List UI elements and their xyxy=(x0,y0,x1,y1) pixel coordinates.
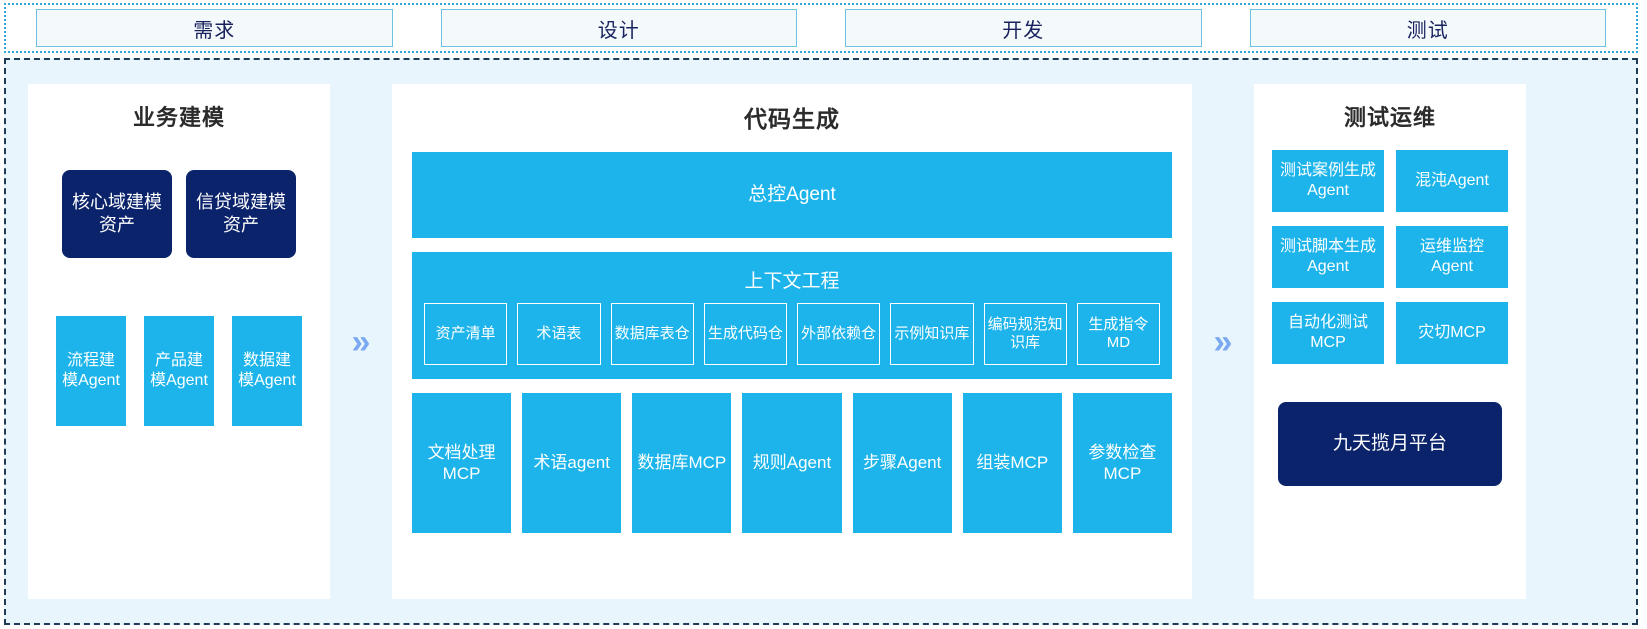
context-item-db-table-repo[interactable]: 数据库表仓 xyxy=(610,303,694,365)
phase-box-requirements[interactable]: 需求 xyxy=(36,9,393,47)
context-item-example-knowledge-base[interactable]: 示例知识库 xyxy=(890,303,974,365)
phase-label: 设计 xyxy=(597,19,640,42)
context-engineering-block: 上下文工程 资产清单 术语表 数据库表仓 生成代码仓 外部依赖仓 示 xyxy=(412,252,1172,379)
tile-ops-monitoring-agent[interactable]: 运维监控Agent xyxy=(1396,226,1508,288)
phase-box-testing[interactable]: 测试 xyxy=(1249,9,1606,47)
panel-title-business: 业务建模 xyxy=(132,105,225,130)
context-item-external-dependency-repo[interactable]: 外部依赖仓 xyxy=(797,303,881,365)
tile-label: 信贷域建模资产 xyxy=(196,191,286,235)
tile-label: 灾切MCP xyxy=(1418,324,1486,341)
tile-test-case-generation-agent[interactable]: 测试案例生成Agent xyxy=(1272,150,1384,212)
tile-parameter-check-mcp[interactable]: 参数检查MCP xyxy=(1072,393,1172,533)
tile-label: 总控Agent xyxy=(748,184,836,206)
panel-title-codegen: 代码生成 xyxy=(744,106,840,132)
phase-strip: 需求 设计 开发 测试 xyxy=(4,3,1638,53)
tile-master-control-agent[interactable]: 总控Agent xyxy=(412,152,1172,238)
tile-product-modeling-agent[interactable]: 产品建模Agent xyxy=(144,316,214,426)
testops-grid: 测试案例生成Agent 混沌Agent 测试脚本生成Agent 运维监控Agen… xyxy=(1268,150,1512,364)
phase-box-design[interactable]: 设计 xyxy=(440,9,797,47)
arrow-glyph: » xyxy=(1213,322,1233,361)
codegen-tool-row: 文档处理MCP 术语agent 数据库MCP 规则Agent 步骤Agent 组… xyxy=(412,393,1172,533)
panel-title-testops: 测试运维 xyxy=(1343,105,1436,130)
tile-label: 数据建模Agent xyxy=(238,352,296,389)
tile-label: 术语agent xyxy=(533,453,610,473)
testops-platform-wrap: 九天揽月平台 xyxy=(1268,402,1512,486)
tile-label: 流程建模Agent xyxy=(62,352,120,389)
tile-disaster-switch-mcp[interactable]: 灾切MCP xyxy=(1396,302,1508,364)
business-asset-row: 核心域建模资产 信贷域建模资产 xyxy=(42,170,316,258)
tile-label: 步骤Agent xyxy=(862,453,942,473)
tile-credit-domain-asset[interactable]: 信贷域建模资产 xyxy=(186,170,296,258)
business-agent-row: 流程建模Agent 产品建模Agent 数据建模Agent xyxy=(42,316,316,426)
tile-label: 参数检查MCP xyxy=(1088,442,1157,483)
context-item-glossary[interactable]: 术语表 xyxy=(517,303,601,365)
tile-label: 混沌Agent xyxy=(1415,172,1489,189)
context-item-label: 生成指令MD xyxy=(1088,316,1149,351)
tile-process-modeling-agent[interactable]: 流程建模Agent xyxy=(56,316,126,426)
context-item-label: 数据库表仓 xyxy=(614,325,690,342)
panel-code-generation: 代码生成 总控Agent 上下文工程 资产清单 术语表 数据库表仓 生成代码仓 xyxy=(392,84,1192,599)
context-item-generated-code-repo[interactable]: 生成代码仓 xyxy=(703,303,787,365)
phase-box-development[interactable]: 开发 xyxy=(845,9,1202,47)
tile-test-script-generation-agent[interactable]: 测试脚本生成Agent xyxy=(1272,226,1384,288)
tile-label: 九天揽月平台 xyxy=(1332,432,1447,454)
tile-assembly-mcp[interactable]: 组装MCP xyxy=(962,393,1062,533)
context-item-label: 外部依赖仓 xyxy=(801,325,877,342)
context-item-label: 资产清单 xyxy=(435,325,496,342)
phase-label: 测试 xyxy=(1406,19,1449,42)
tile-label: 数据库MCP xyxy=(637,453,727,473)
context-item-label: 生成代码仓 xyxy=(707,325,783,342)
context-engineering-title: 上下文工程 xyxy=(744,271,840,292)
tile-label: 自动化测试MCP xyxy=(1287,314,1368,351)
context-item-label: 术语表 xyxy=(536,325,582,342)
tile-step-agent[interactable]: 步骤Agent xyxy=(852,393,952,533)
tile-database-mcp[interactable]: 数据库MCP xyxy=(632,393,732,533)
context-item-generation-instruction-md[interactable]: 生成指令MD xyxy=(1076,303,1160,365)
panel-test-operations: 测试运维 测试案例生成Agent 混沌Agent 测试脚本生成Agent 运维监… xyxy=(1254,84,1526,599)
phase-label: 需求 xyxy=(193,19,236,42)
tile-label: 测试案例生成Agent xyxy=(1279,162,1376,199)
context-item-asset-list[interactable]: 资产清单 xyxy=(424,303,508,365)
tile-rule-agent[interactable]: 规则Agent xyxy=(742,393,842,533)
context-item-label: 编码规范知识库 xyxy=(987,316,1063,351)
tile-automated-test-mcp[interactable]: 自动化测试MCP xyxy=(1272,302,1384,364)
panel-business-modeling: 业务建模 核心域建模资产 信贷域建模资产 流程建模Agent 产品建模Agent… xyxy=(28,84,330,599)
phase-label: 开发 xyxy=(1002,19,1045,42)
tile-data-modeling-agent[interactable]: 数据建模Agent xyxy=(232,316,302,426)
tile-glossary-agent[interactable]: 术语agent xyxy=(522,393,622,533)
tile-label: 核心域建模资产 xyxy=(72,191,162,235)
tile-label: 运维监控Agent xyxy=(1419,238,1484,275)
tile-chaos-agent[interactable]: 混沌Agent xyxy=(1396,150,1508,212)
arrow-glyph: » xyxy=(351,322,371,361)
tile-label: 产品建模Agent xyxy=(150,352,208,389)
tile-label: 规则Agent xyxy=(752,453,832,473)
tile-label: 文档处理MCP xyxy=(427,442,496,483)
tile-label: 测试脚本生成Agent xyxy=(1279,238,1376,275)
architecture-diagram: 业务建模 核心域建模资产 信贷域建模资产 流程建模Agent 产品建模Agent… xyxy=(4,58,1638,625)
tile-jiutian-lanyue-platform[interactable]: 九天揽月平台 xyxy=(1278,402,1502,486)
double-chevron-right-icon-2: » xyxy=(1192,84,1254,599)
double-chevron-right-icon: » xyxy=(330,84,392,599)
tile-label: 组装MCP xyxy=(976,453,1049,473)
tile-core-domain-asset[interactable]: 核心域建模资产 xyxy=(62,170,172,258)
context-engineering-items: 资产清单 术语表 数据库表仓 生成代码仓 外部依赖仓 示例知识库 xyxy=(424,303,1160,365)
tile-document-processing-mcp[interactable]: 文档处理MCP xyxy=(412,393,512,533)
context-item-coding-standard-knowledge-base[interactable]: 编码规范知识库 xyxy=(983,303,1067,365)
context-item-label: 示例知识库 xyxy=(894,325,970,342)
